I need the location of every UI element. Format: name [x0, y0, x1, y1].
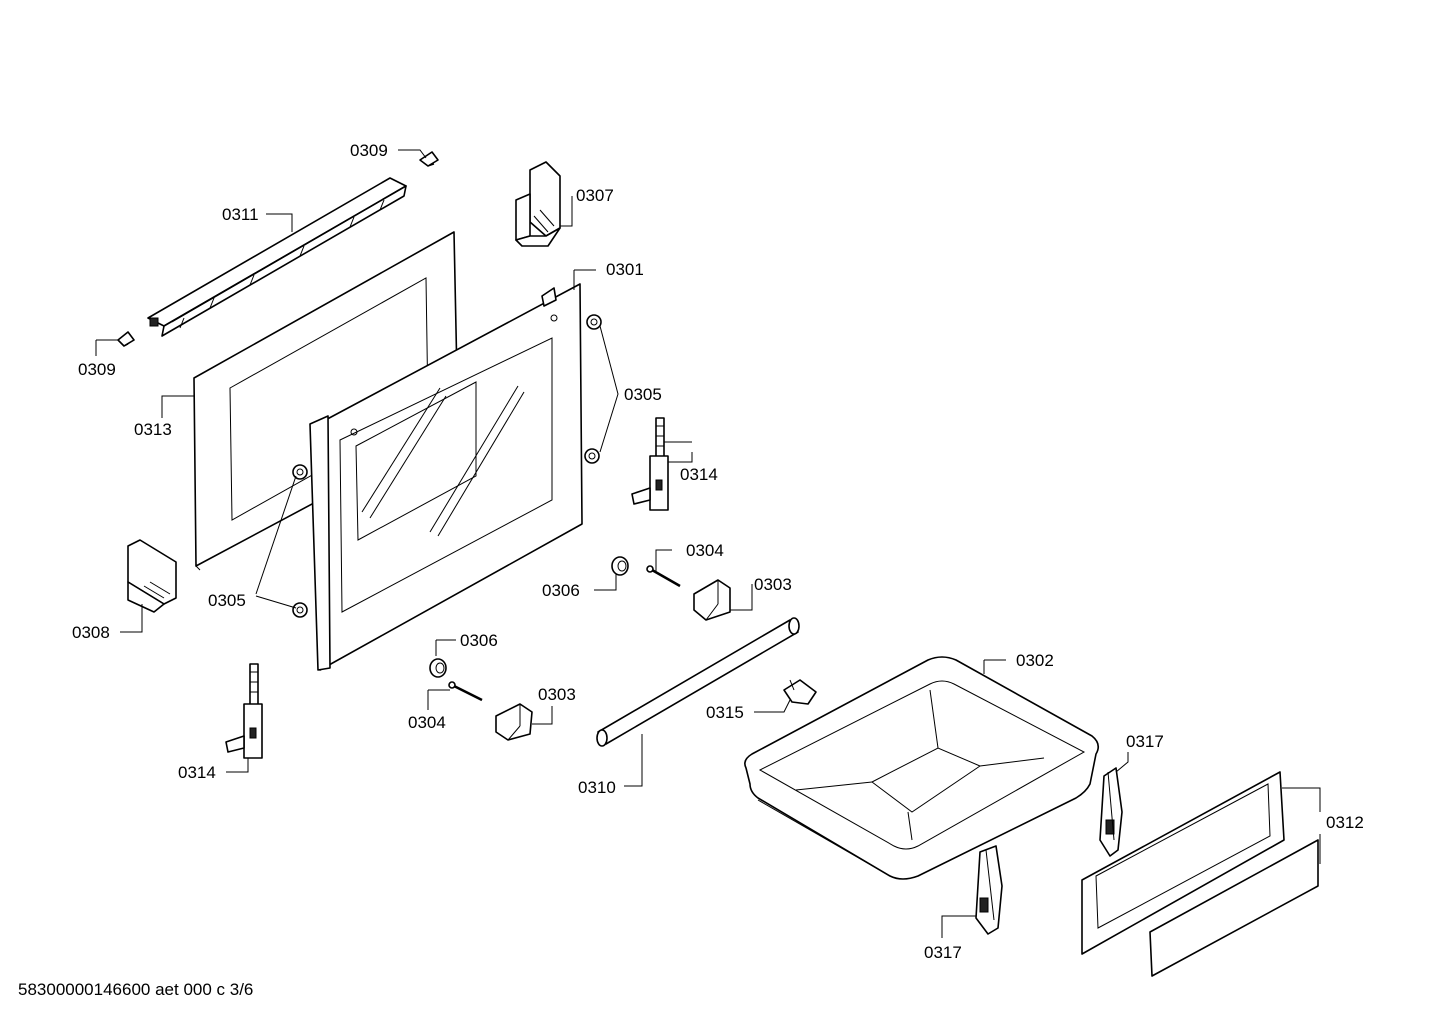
part-0309-screw-top	[419, 151, 439, 167]
callout-0304-right: 0304	[686, 541, 724, 560]
part-0311-door-trim	[147, 177, 407, 337]
part-0306-bushing-right	[611, 556, 629, 576]
callout-labels: 0309 0311 0309 0307 0301 0305 0313 0314 …	[72, 141, 1364, 962]
callout-0303-right: 0303	[754, 575, 792, 594]
callout-0315: 0315	[706, 703, 744, 722]
part-0315-clip	[783, 679, 817, 705]
part-0314-hinge-right	[631, 417, 669, 511]
callout-0317-upper: 0317	[1126, 732, 1164, 751]
leader-lines	[95, 149, 1321, 938]
part-0304-pin-right	[646, 565, 681, 588]
callout-0308: 0308	[72, 623, 110, 642]
part-0309-screw-left	[117, 331, 135, 347]
part-0312-drawer-front	[1081, 771, 1319, 977]
part-0306-bushing-left	[429, 658, 447, 678]
callout-0303-left: 0303	[538, 685, 576, 704]
callout-0301: 0301	[606, 260, 644, 279]
callout-0310: 0310	[578, 778, 616, 797]
callout-0306-left: 0306	[460, 631, 498, 650]
part-0310-rod	[596, 617, 800, 747]
callout-0305-left: 0305	[208, 591, 246, 610]
callout-0304-left: 0304	[408, 713, 446, 732]
callout-0313: 0313	[134, 420, 172, 439]
drawing-reference-number: 58300000146600 aet 000 c 3/6	[18, 980, 254, 999]
part-0305-bumpers	[292, 314, 602, 618]
callout-0305-right: 0305	[624, 385, 662, 404]
callout-0314-right: 0314	[680, 465, 718, 484]
callout-0307: 0307	[576, 186, 614, 205]
callout-0312: 0312	[1326, 813, 1364, 832]
callout-0314-left: 0314	[178, 763, 216, 782]
callout-0309-left: 0309	[78, 360, 116, 379]
part-0303-guide-left	[495, 703, 533, 741]
callout-0317-lower: 0317	[924, 943, 962, 962]
part-0314-hinge-left	[225, 663, 263, 759]
part-0317-support-upper	[1099, 767, 1123, 857]
callout-0309-top: 0309	[350, 141, 388, 160]
part-0307-bracket	[515, 161, 561, 247]
part-0301-outer-door	[309, 283, 583, 671]
callout-0302: 0302	[1016, 651, 1054, 670]
part-0304-pin-left	[448, 681, 483, 702]
part-0308-bracket	[127, 539, 177, 613]
part-0317-support-lower	[975, 845, 1003, 935]
part-0303-guide-right	[693, 579, 731, 621]
part-0302-tray	[744, 656, 1100, 880]
callout-0311: 0311	[222, 205, 259, 224]
callout-0306-right: 0306	[542, 581, 580, 600]
